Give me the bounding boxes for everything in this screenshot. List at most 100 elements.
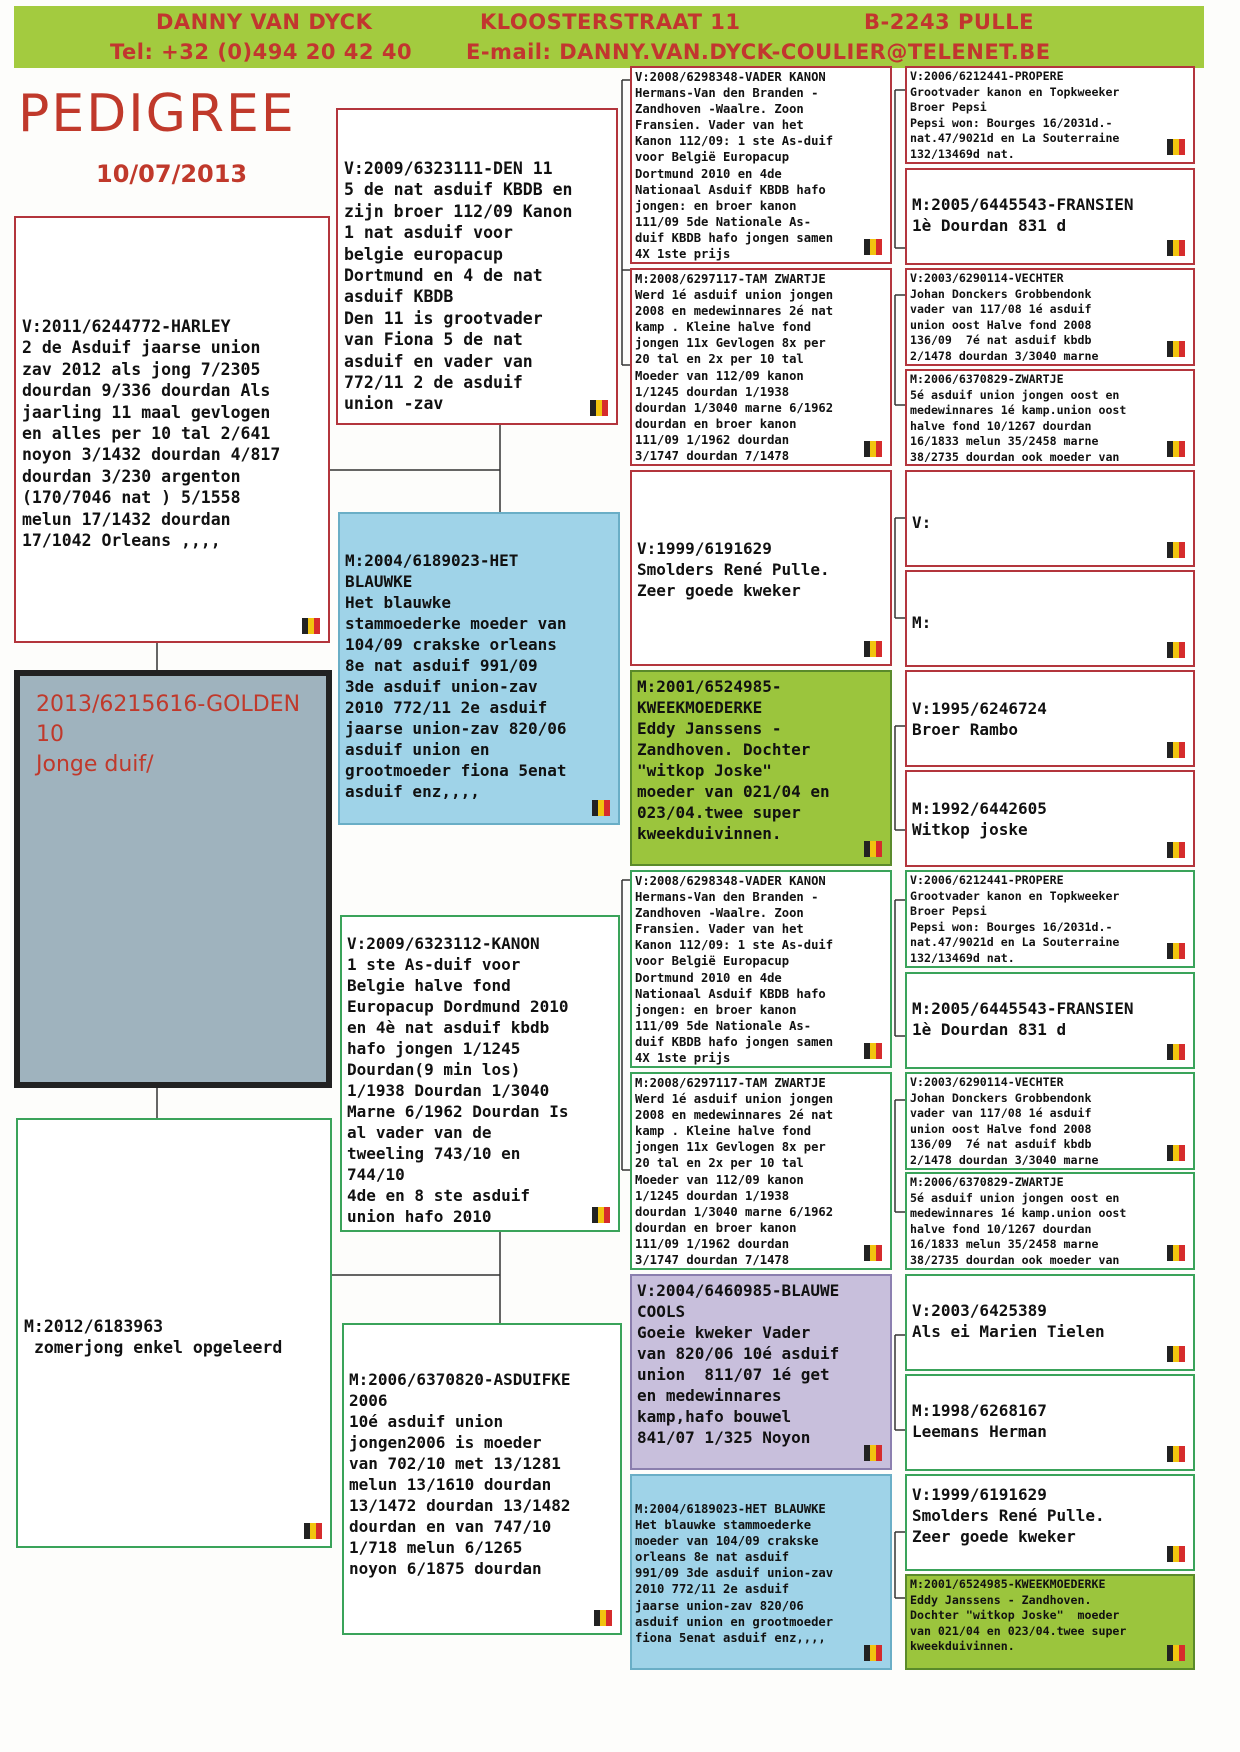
g4-text-d: M:2006/6370829-ZWARTJE 5é asduif union j… [910,372,1127,464]
sds-text: V:1999/6191629 Smolders René Pulle. Zeer… [637,539,830,600]
pedigree-date: 10/07/2013 [96,160,248,188]
subject-pigeon: 2013/6215616-GOLDEN 10 Jonge duif/ [14,670,332,1088]
g4-card-p: M:2001/6524985-KWEEKMOEDERKE Eddy Jansse… [905,1574,1195,1670]
g4-card-o: V:1999/6191629 Smolders René Pulle. Zeer… [905,1474,1195,1571]
g4-card-j: M:2005/6445543-FRANSIEN 1è Dourdan 831 d [905,972,1195,1069]
flag-icon [1165,1041,1189,1063]
flag-icon [1165,338,1189,360]
dam-sire-card: V:2009/6323112-KANON 1 ste As-duif voor … [340,915,620,1232]
g4-card-k: V:2003/6290114-VECHTER Johan Donckers Gr… [905,1072,1195,1170]
breeder-name: DANNY VAN DYCK [156,10,373,34]
flag-icon [1165,940,1189,962]
g4-text-o: V:1999/6191629 Smolders René Pulle. Zeer… [912,1485,1105,1546]
sire-sire-card: V:2009/6323111-DEN 11 5 de nat asduif KB… [336,108,618,425]
dam-text: M:2012/6183963 zomerjong enkel opgeleerd [24,1317,283,1358]
g4-text-g: V:1995/6246724 Broer Rambo [912,699,1047,739]
flag-icon [590,1204,614,1226]
g4-text-f: M: [912,613,932,632]
flag-icon [862,1442,886,1464]
g4-card-e: V: [905,470,1195,567]
flag-icon [862,1242,886,1264]
telephone: Tel: +32 (0)494 20 42 40 [110,40,413,64]
ddd-card: M:2004/6189023-HET BLAUWKE Het blauwke s… [630,1474,892,1670]
g4-text-l: M:2006/6370829-ZWARTJE 5é asduif union j… [910,1175,1127,1267]
flag-icon [1165,639,1189,661]
sire-dam-card: M:2004/6189023-HET BLAUWKE Het blauwke s… [338,512,620,825]
sss-card: V:2008/6298348-VADER KANON Hermans-Van d… [630,66,892,264]
dds-card: V:2004/6460985-BLAUWE COOLS Goeie kweker… [630,1274,892,1470]
dds-text: V:2004/6460985-BLAUWE COOLS Goeie kweker… [637,1281,840,1447]
flag-icon [862,236,886,258]
city-address: B-2243 PULLE [864,10,1035,34]
flag-icon [862,1040,886,1062]
flag-icon [1165,1343,1189,1365]
sdd-card: M:2001/6524985- KWEEKMOEDERKE Eddy Janss… [630,670,892,866]
g4-text-k: V:2003/6290114-VECHTER Johan Donckers Gr… [910,1075,1099,1167]
g4-text-h: M:1992/6442605 Witkop joske [912,799,1047,839]
flag-icon [862,438,886,460]
flag-icon [1165,237,1189,259]
flag-icon [1165,438,1189,460]
g4-card-d: M:2006/6370829-ZWARTJE 5é asduif union j… [905,369,1195,466]
g4-card-c: V:2003/6290114-VECHTER Johan Donckers Gr… [905,268,1195,366]
flag-icon [302,1520,326,1542]
flag-icon [1165,839,1189,861]
contact-header: DANNY VAN DYCK KLOOSTERSTRAAT 11 B-2243 … [14,6,1204,68]
dam-dam-card: M:2006/6370820-ASDUIFKE 2006 10é asduif … [342,1323,622,1635]
dss-card: V:2008/6298348-VADER KANON Hermans-Van d… [630,870,892,1068]
flag-icon [1165,539,1189,561]
flag-icon [1165,136,1189,158]
g4-text-b: M:2005/6445543-FRANSIEN 1è Dourdan 831 d [912,195,1134,235]
g4-text-j: M:2005/6445543-FRANSIEN 1è Dourdan 831 d [912,999,1134,1039]
g4-text-p: M:2001/6524985-KWEEKMOEDERKE Eddy Jansse… [910,1577,1127,1654]
flag-icon [300,615,324,637]
flag-icon [862,638,886,660]
subject-ring-number: 2013/6215616-GOLDEN 10 Jonge duif/ [36,692,301,777]
g4-card-a: V:2006/6212441-PROPERE Grootvader kanon … [905,66,1195,164]
flag-icon [1165,1642,1189,1664]
ssd-card: M:2008/6297117-TAM ZWARTJE Werd 1é asdui… [630,268,892,466]
dam-card: M:2012/6183963 zomerjong enkel opgeleerd [16,1118,332,1548]
sire-sire-text: V:2009/6323111-DEN 11 5 de nat asduif KB… [344,159,573,414]
g4-text-c: V:2003/6290114-VECHTER Johan Donckers Gr… [910,271,1099,363]
dam-sire-text: V:2009/6323112-KANON 1 ste As-duif voor … [347,934,569,1226]
dam-dam-text: M:2006/6370820-ASDUIFKE 2006 10é asduif … [349,1370,571,1578]
g4-card-b: M:2005/6445543-FRANSIEN 1è Dourdan 831 d [905,168,1195,265]
sss-text: V:2008/6298348-VADER KANON Hermans-Van d… [635,70,834,262]
ddd-text: M:2004/6189023-HET BLAUWKE Het blauwke s… [635,1502,834,1645]
street-address: KLOOSTERSTRAAT 11 [480,10,741,34]
g4-card-m: V:2003/6425389 Als ei Marien Tielen [905,1274,1195,1371]
flag-icon [1165,1142,1189,1164]
flag-icon [1165,1543,1189,1565]
g4-card-g: V:1995/6246724 Broer Rambo [905,670,1195,767]
flag-icon [862,838,886,860]
flag-icon [588,397,612,419]
g4-text-m: V:2003/6425389 Als ei Marien Tielen [912,1301,1105,1341]
sdd-text: M:2001/6524985- KWEEKMOEDERKE Eddy Janss… [637,677,830,843]
flag-icon [592,1607,616,1629]
g4-text-a: V:2006/6212441-PROPERE Grootvader kanon … [910,69,1120,161]
sire-dam-text: M:2004/6189023-HET BLAUWKE Het blauwke s… [345,551,567,801]
ssd-text: M:2008/6297117-TAM ZWARTJE Werd 1é asdui… [635,272,834,464]
flag-icon [1165,739,1189,761]
flag-icon [1165,1443,1189,1465]
sire-text: V:2011/6244772-HARLEY 2 de Asduif jaarse… [22,317,281,551]
g4-card-n: M:1998/6268167 Leemans Herman [905,1374,1195,1471]
g4-text-n: M:1998/6268167 Leemans Herman [912,1401,1047,1441]
g4-card-f: M: [905,570,1195,667]
dsd-card: M:2008/6297117-TAM ZWARTJE Werd 1é asdui… [630,1072,892,1270]
flag-icon [590,797,614,819]
sds-card: V:1999/6191629 Smolders René Pulle. Zeer… [630,470,892,666]
dss-text: V:2008/6298348-VADER KANON Hermans-Van d… [635,874,834,1066]
sire-card: V:2011/6244772-HARLEY 2 de Asduif jaarse… [14,216,330,643]
flag-icon [862,1642,886,1664]
g4-text-i: V:2006/6212441-PROPERE Grootvader kanon … [910,873,1120,965]
dsd-text: M:2008/6297117-TAM ZWARTJE Werd 1é asdui… [635,1076,834,1268]
g4-card-h: M:1992/6442605 Witkop joske [905,770,1195,867]
email: E-mail: DANNY.VAN.DYCK-COULIER@TELENET.B… [466,40,1051,64]
g4-card-i: V:2006/6212441-PROPERE Grootvader kanon … [905,870,1195,968]
page-title: PEDIGREE [18,84,296,144]
g4-text-e: V: [912,513,932,532]
flag-icon [1165,1242,1189,1264]
